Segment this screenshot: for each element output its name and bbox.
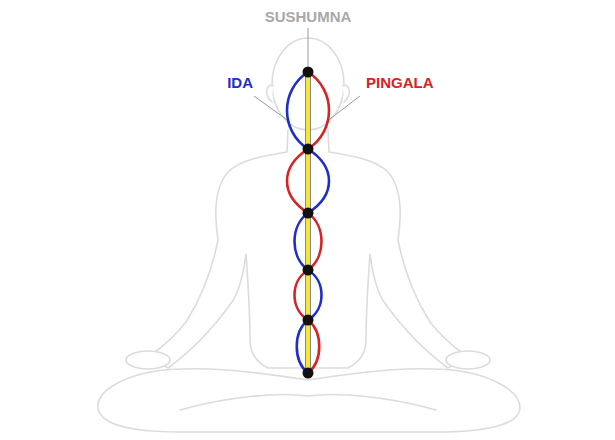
channel-name: SUSHUMNA (265, 8, 352, 26)
seated-figure (98, 38, 520, 432)
sushumna-outline (305, 72, 311, 373)
sushumna-channel (306, 72, 310, 373)
label-holder: PINGALA (366, 74, 434, 92)
ida-channel (287, 72, 329, 373)
sushumna-leader (308, 28, 309, 66)
pingala-channel (287, 72, 329, 373)
label-holder: IDA (227, 74, 253, 92)
chakra-points (303, 67, 314, 379)
pingala-leader (326, 96, 360, 122)
channel-name: IDA (227, 74, 253, 92)
label-holder: SUSHUMNA (265, 8, 352, 26)
channel-name: PINGALA (366, 74, 434, 92)
ida-leader (254, 96, 290, 122)
